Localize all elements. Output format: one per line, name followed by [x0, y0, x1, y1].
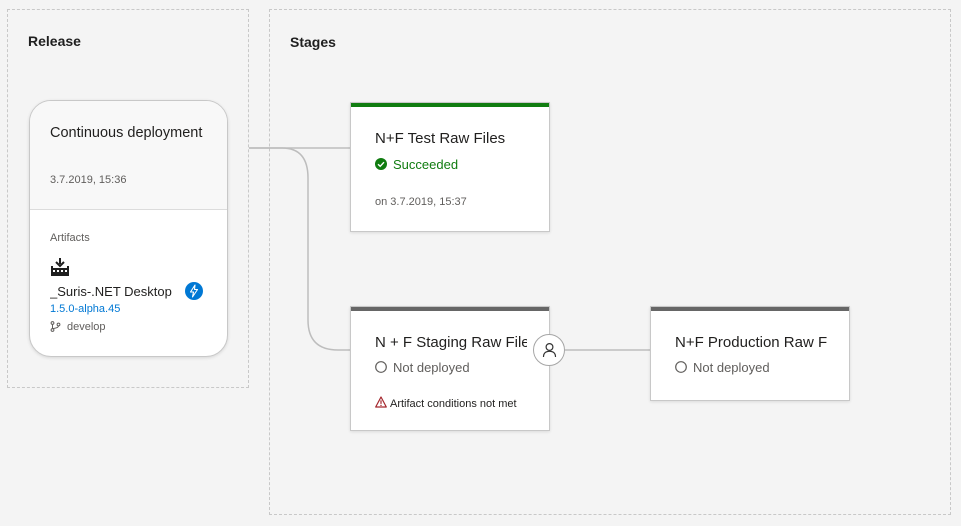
- stage-name[interactable]: N+F Production Raw Files: [675, 334, 827, 351]
- empty-circle-icon: [375, 361, 387, 373]
- branch-icon: [50, 321, 61, 332]
- stage-card-staging[interactable]: N + F Staging Raw Files Not deployed Art…: [350, 306, 550, 431]
- stage-name[interactable]: N + F Staging Raw Files: [375, 334, 527, 351]
- stages-section: [269, 9, 951, 515]
- stage-status[interactable]: Not deployed: [675, 360, 770, 375]
- person-icon: [542, 342, 557, 358]
- stage-status-text: Not deployed: [393, 360, 470, 375]
- warning-triangle-icon: [375, 396, 387, 408]
- empty-circle-icon: [675, 361, 687, 373]
- stage-deploy-date: on 3.7.2019, 15:37: [375, 196, 467, 208]
- lightning-icon[interactable]: [185, 282, 203, 300]
- artifact-version[interactable]: 1.5.0-alpha.45: [50, 303, 121, 315]
- stage-warning[interactable]: Artifact conditions not met: [375, 396, 517, 410]
- release-section-title: Release: [28, 33, 81, 49]
- trigger-date: 3.7.2019, 15:36: [50, 174, 127, 186]
- release-artifact-card[interactable]: Continuous deployment 3.7.2019, 15:36 Ar…: [29, 100, 228, 357]
- check-circle-icon: [375, 158, 387, 170]
- stage-status-bar: [351, 307, 549, 311]
- release-section: [7, 9, 249, 388]
- stage-card-test[interactable]: N+F Test Raw Files Succeeded on 3.7.2019…: [350, 102, 550, 232]
- stage-card-production[interactable]: N+F Production Raw Files Not deployed: [650, 306, 850, 401]
- build-artifact-icon: [51, 258, 69, 276]
- stage-name[interactable]: N+F Test Raw Files: [375, 130, 506, 147]
- pre-deployment-approvers-button[interactable]: [533, 334, 565, 366]
- artifact-name[interactable]: _Suris-.NET Desktop: [50, 284, 172, 299]
- trigger-title: Continuous deployment: [50, 125, 203, 141]
- stage-status[interactable]: Not deployed: [375, 360, 470, 375]
- stage-status-bar: [651, 307, 849, 311]
- stage-status-bar: [351, 103, 549, 107]
- branch-name: develop: [67, 321, 106, 333]
- artifacts-label: Artifacts: [50, 232, 90, 244]
- stage-status[interactable]: Succeeded: [375, 157, 458, 172]
- trigger-area[interactable]: Continuous deployment 3.7.2019, 15:36: [30, 101, 227, 210]
- stages-section-title: Stages: [290, 34, 336, 50]
- stage-status-text: Succeeded: [393, 157, 459, 172]
- stage-status-text: Not deployed: [693, 360, 770, 375]
- connector-release-to-staging: [249, 147, 350, 351]
- stage-warning-text: Artifact conditions not met: [390, 398, 517, 410]
